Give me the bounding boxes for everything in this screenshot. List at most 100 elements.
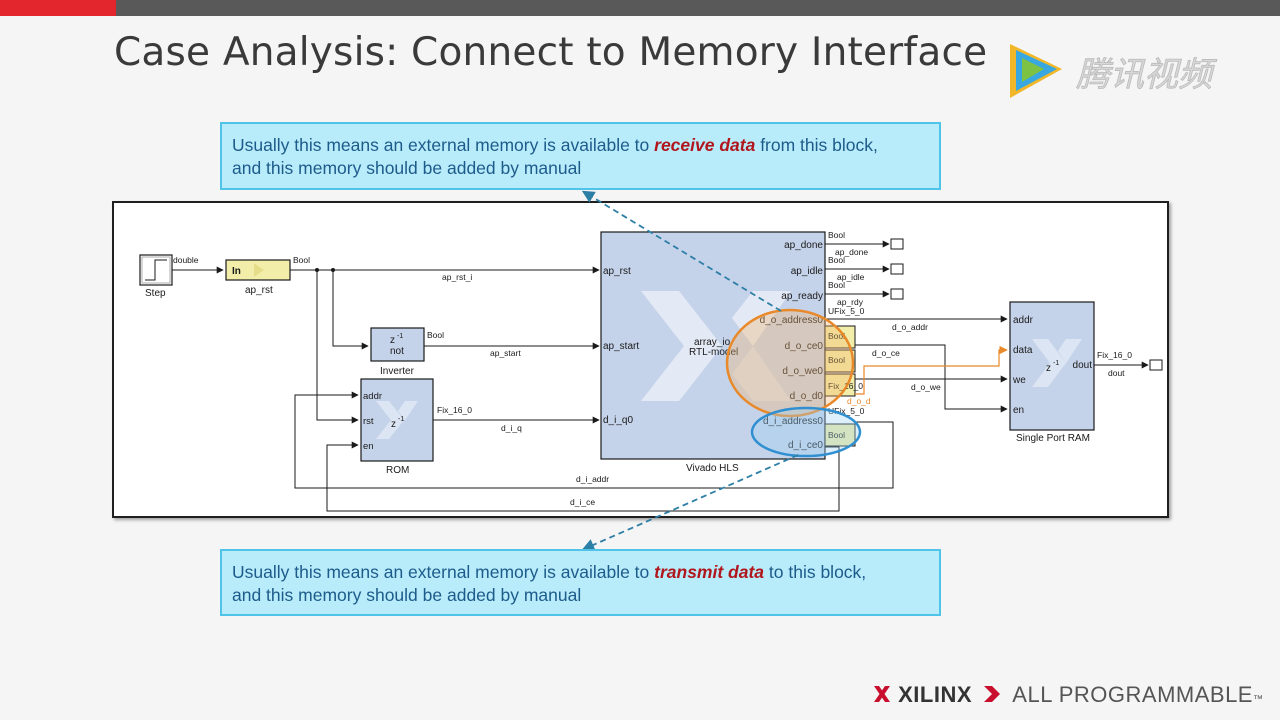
diagram-canvas: Step double In ap_rst Bool ap_rst_i z -1… [139,230,1163,512]
play-logo-icon [1010,44,1062,98]
hls-output-gateways [824,325,856,447]
signal-ap-start: ap_start [490,348,521,358]
step-label: Step [145,288,166,299]
svg-text:rst: rst [363,416,374,427]
svg-text:d_o_d: d_o_d [847,396,871,406]
watermark-text: 腾讯视频 [1076,56,1217,94]
callout-receive-line2: and this memory should be added by manua… [232,158,582,178]
callout-receive-line1: Usually this means an external memory is… [232,135,878,155]
slide-title: Case Analysis: Connect to Memory Interfa… [114,30,988,75]
svg-text:ap_idle: ap_idle [791,266,824,277]
svg-text:-1: -1 [1053,360,1059,367]
svg-text:z: z [1046,363,1051,374]
svg-text:-1: -1 [397,333,403,340]
gateway-out-ports [890,238,904,300]
svg-text:d_o_we0: d_o_we0 [782,366,823,377]
step-block[interactable] [139,254,173,286]
top-bar-accent [0,0,116,16]
wire-d-i-ce [326,441,840,512]
svg-text:d_o_d0: d_o_d0 [790,391,824,402]
svg-text:en: en [363,441,374,452]
svg-text:dout: dout [1073,360,1093,371]
wire-d-i-addr [294,391,894,489]
ram-out-type: Fix_16_0 [1097,350,1132,360]
svg-text:ap_done: ap_done [784,240,823,251]
svg-text:Bool: Bool [828,280,845,290]
vivado-hls-label: Vivado HLS [686,463,739,474]
svg-text:addr: addr [363,391,382,402]
svg-text:Bool: Bool [828,355,845,365]
svg-text:not: not [390,346,404,357]
callout-transmit: Usually this means an external memory is… [220,549,941,616]
svg-text:ap_rdy: ap_rdy [837,297,864,307]
svg-text:Bool: Bool [828,430,845,440]
svg-text:UFix_5_0: UFix_5_0 [828,406,865,416]
xilinx-logo-icon [874,686,890,702]
svg-text:data: data [1013,345,1033,356]
svg-text:d_o_addr: d_o_addr [892,322,928,332]
inverter-label: Inverter [380,366,415,377]
svg-text:UFix_5_0: UFix_5_0 [828,306,865,316]
svg-text:addr: addr [1013,315,1034,326]
wire-to-rom-rst [316,270,359,424]
svg-text:we: we [1012,375,1026,386]
svg-text:z: z [391,419,396,430]
signal-d-i-q: d_i_q [501,423,522,433]
wire-d-o-ce [855,344,1008,413]
tagline: ALL PROGRAMMABLE [1012,682,1253,707]
svg-text:d_i_addr: d_i_addr [576,474,609,484]
svg-text:RTL-model: RTL-model [689,347,738,358]
svg-text:array_io: array_io [694,337,731,348]
rom-label: ROM [386,465,409,476]
svg-text:ap_idle: ap_idle [837,272,865,282]
svg-text:d_o_we: d_o_we [911,382,941,392]
svg-text:en: en [1013,405,1024,416]
svg-text:Bool: Bool [828,230,845,240]
svg-text:d_i_address0: d_i_address0 [763,416,823,427]
pointer-receive [581,190,782,312]
ap-rst-gateway-block[interactable]: In [225,259,291,281]
inverter-out-type: Bool [427,330,444,340]
wire-to-inverter [332,270,369,350]
inverter-block[interactable]: z -1 not [370,327,425,362]
svg-text:z: z [390,335,395,346]
top-bar [0,0,1280,16]
orange-highlight-ellipse [725,308,855,418]
svg-text:Bool: Bool [828,331,845,341]
svg-text:ap_rst: ap_rst [603,266,631,277]
svg-text:d_o_ce: d_o_ce [872,348,900,358]
svg-text:d_i_ce: d_i_ce [570,497,595,507]
step-out-type: double [173,255,199,265]
svg-text:d_o_address0: d_o_address0 [760,315,824,326]
vivado-hls-block[interactable]: array_io RTL-model ap_rst ap_start d_i_q… [600,231,826,460]
svg-text:ap_start: ap_start [603,341,639,352]
blue-highlight-ellipse [750,406,862,458]
pointer-transmit [581,454,799,551]
svg-text:Bool: Bool [828,255,845,265]
single-port-ram-label: Single Port RAM [1016,433,1090,444]
callout-receive: Usually this means an external memory is… [220,122,941,190]
rom-block[interactable]: addr rst en z -1 [360,378,434,462]
gateway-out-type: Bool [293,255,310,265]
svg-text:d_i_ce0: d_i_ce0 [788,440,823,451]
wire-d-o-d [855,345,1008,395]
svg-text:d_i_q0: d_i_q0 [603,415,633,426]
dout-out-port [1149,359,1163,371]
gateway-inner-label: In [232,266,241,277]
single-port-ram-block[interactable]: addr data we en dout z -1 [1009,301,1095,431]
callout-transmit-line1: Usually this means an external memory is… [232,562,867,582]
callout-transmit-line2: and this memory should be added by manua… [232,585,582,605]
rom-out-type: Fix_16_0 [437,405,472,415]
svg-text:dout: dout [1108,368,1125,378]
xilinx-footer: XILINX ALL PROGRAMMABLE™ [872,682,1263,712]
chevron-right-icon [984,686,1001,702]
signal-ap-rst-i: ap_rst_i [442,272,472,282]
tencent-video-watermark: 腾讯视频 [1010,44,1217,98]
simulink-diagram: Step double In ap_rst Bool ap_rst_i z -1… [112,201,1169,518]
ap-rst-gateway-label: ap_rst [245,285,273,296]
svg-text:ap_done: ap_done [835,247,868,257]
xilinx-brand: XILINX [898,682,973,707]
svg-text:d_o_ce0: d_o_ce0 [785,341,824,352]
svg-text:-1: -1 [398,416,404,423]
